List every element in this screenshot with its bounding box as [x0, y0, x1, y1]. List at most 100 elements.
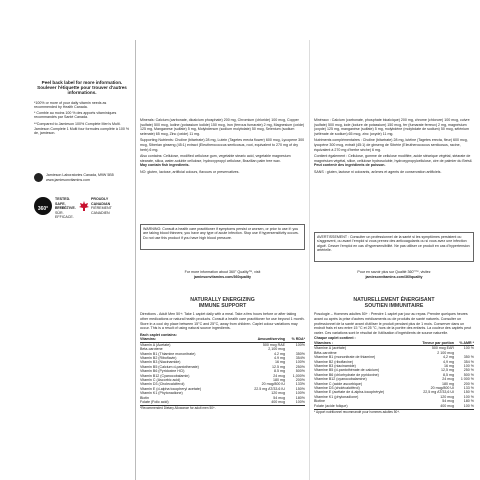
- rda-cell: 100 %: [463, 364, 474, 368]
- amount-cell: 4.9 mg: [274, 356, 285, 360]
- more-info-text-fr: Pour en savoir plus sur Qualité 360°™, v…: [357, 270, 431, 274]
- amount-cell: 2 100 mcg: [437, 350, 454, 355]
- nutrient-cell: Vitamin C (Ascorbic acid): [140, 378, 181, 383]
- amount-cell: 16 mg: [275, 360, 285, 365]
- rda-cell: 100 %: [463, 403, 474, 408]
- fish-warning-fr: Peut contenir des ingrédients de poisson…: [314, 163, 386, 168]
- table-row: Folate (acide folique) 400 mcg 100 %: [314, 404, 474, 408]
- amount-cell: 22.5 mg AT/33.6 IU: [254, 386, 285, 391]
- fold-divider-center: [309, 40, 310, 480]
- company-url: www.jamiesonvitamins.com: [46, 177, 90, 182]
- rda-cell: 250 %: [463, 368, 474, 373]
- supporting-nutrients-en: Supporting Nutrients: Choline (bitartrat…: [140, 138, 305, 152]
- rda-cell: 354%: [295, 356, 305, 360]
- rda-cell: 133%: [295, 382, 305, 387]
- heading-immune-en: IMMUNE SUPPORT: [198, 303, 247, 310]
- company-address: Jamieson Laboratories Canada, M9W 5B5: [46, 173, 114, 177]
- amount-cell: 24 mcg: [442, 377, 454, 382]
- table-header-row: Vitamines : Teneur par portion % AMR *: [314, 340, 474, 347]
- amount-cell: 20 mcg/800 UI: [430, 386, 454, 391]
- amount-cell: 8.5 mg: [274, 369, 285, 374]
- table-row: Vitamin B5 (Calcium d-pantothenate)12.5 …: [140, 365, 305, 369]
- col-amount-header: Teneur par portion: [409, 340, 456, 347]
- peel-back-title-fr: Soulever l'étiquette pour trouver d'autr…: [37, 85, 127, 96]
- amount-cell: 20 mcg/800 IU: [261, 382, 285, 387]
- nutrient-cell: Vitamine B2 (riboflavine): [314, 359, 354, 364]
- also-contains-fr: Contient également : Cellulose, gomme de…: [314, 154, 473, 163]
- nutrient-cell: Folate (acide folique): [314, 403, 348, 408]
- more-info-url-fr[interactable]: jamiesonvitamins.com/360quality: [365, 274, 423, 279]
- rda-cell: 150%: [295, 386, 305, 391]
- french-bottom-panel: NATURELLEMENT ÉNERGISANT SOUTIEN IMMUNIT…: [314, 297, 474, 414]
- directions-en: Directions - Adult Men 50+: Take 1 caple…: [140, 312, 305, 331]
- supporting-nutrients-fr: Nutriments complémentaires : Choline (bi…: [314, 138, 468, 152]
- french-info-panel: Minéraux : Calcium (carbonate, phosphate…: [314, 118, 474, 175]
- amount-cell: 400 mcg: [271, 400, 285, 405]
- nutrient-cell: Folate (Folic acid): [140, 400, 169, 405]
- daily-needs-claim: *100% or more of your daily vitamin need…: [34, 100, 107, 110]
- english-bottom-panel: NATURALLY ENERGIZING IMMUNE SUPPORT Dire…: [140, 297, 305, 411]
- nutrient-cell: Vitamin B6 (Pyridoxine HCl): [140, 369, 185, 374]
- col-vitamins-header: Vitamins:: [140, 337, 236, 343]
- col-amount-header: Amount/serving: [235, 337, 287, 343]
- quality-badge-block: 360° TESTED. SAFE. EFFECTIVE. TESTÉ. SÛR…: [34, 195, 126, 221]
- amount-cell: 120 mcg: [271, 391, 285, 396]
- warning-box-fr: AVERTISSEMENT : Consulter un professionn…: [314, 232, 474, 262]
- amount-cell: 4.2 mg: [274, 351, 285, 356]
- english-info-panel: Minerals: Calcium (carbonate, dicalcium …: [140, 118, 305, 175]
- table-title-en: Each caplet contains:: [140, 332, 177, 337]
- rda-cell: 180 %: [463, 399, 474, 404]
- fold-divider-left: [135, 40, 136, 480]
- table-row: Folate (Folic acid) 400 mcg 100%: [140, 400, 305, 404]
- daily-needs-claim-fr: * Comble au moins 100 % des apports vita…: [34, 110, 117, 120]
- rda-cell: 100%: [295, 400, 305, 405]
- nutrient-cell: Vitamin B2 (Riboflavin): [140, 356, 177, 360]
- nutrient-cell: Vitamine K1 (phytonadione): [314, 394, 359, 399]
- rda-cell: 100 %: [463, 394, 474, 399]
- nutrient-cell: Vitamin K1 (Phytonadione): [140, 391, 183, 396]
- nutrient-cell: Biotin: [140, 395, 149, 400]
- heading-energizing-en: NATURALLY ENERGIZING: [190, 297, 255, 303]
- amount-cell: 54 mcg: [273, 395, 285, 400]
- directions-fr: Posologie – Hommes adultes 50+ : Prendre…: [314, 312, 472, 335]
- more-info-en: For more information about 360° Quality™…: [140, 270, 305, 279]
- rda-cell: 100%: [295, 391, 305, 396]
- amount-cell: 4,2 mg: [443, 355, 454, 360]
- tested-safe-text-fr: TESTÉ. SÛR. EFFICACE.: [55, 206, 74, 220]
- footnote-en: *Recommended Dietary Allowance for adult…: [140, 405, 216, 410]
- nutrient-cell: Vitamin B1 (Thiamine mononitrate): [140, 351, 196, 356]
- rda-cell: 100%: [295, 342, 305, 347]
- amount-cell: 500 mcg EAR: [431, 346, 454, 351]
- amount-cell: 400 mcg: [440, 403, 454, 408]
- table-row: Vitamine B1 (mononitrate de thiamine)4,2…: [314, 355, 474, 359]
- rda-cell: 500 %: [463, 372, 474, 377]
- rda-cell: 150 %: [463, 390, 474, 395]
- minerals-fr: Minéraux : Calcium (carbonate, phosphate…: [314, 118, 470, 136]
- rda-cell: 500%: [295, 369, 305, 374]
- nutrient-cell: Vitamine E (acétate de d-alpha-tocophéry…: [314, 390, 385, 395]
- amount-cell: 54 mcg: [442, 399, 454, 404]
- proudly-canadian-text-fr: FIÈREMENT CANADIEN: [91, 206, 112, 215]
- also-contains-en: Also contains: Cellulose, modified cellu…: [140, 154, 291, 163]
- nutrient-cell: Vitamin D3 (Cholecalciferol): [140, 382, 185, 387]
- amount-cell: 8,5 mg: [443, 372, 454, 377]
- amount-cell: 500 mcg RAE: [262, 342, 285, 347]
- left-label-panel: Peel back label for more information. So…: [6, 80, 130, 250]
- amount-cell: 12.5 mg: [272, 364, 285, 369]
- more-info-url-en[interactable]: jamiesonvitamins.com/360quality: [193, 274, 252, 279]
- amount-cell: 24 mcg: [273, 373, 285, 378]
- table-header-row: Vitamins: Amount/serving % RDA*: [140, 337, 305, 343]
- company-block: Jamieson Laboratories Canada, M9W 5B5 ww…: [34, 173, 124, 182]
- nutrient-cell: Vitamin B3 (Niacinamide): [140, 360, 181, 365]
- footnote-fr: * Apport nutritionnel recommandé pour ho…: [314, 409, 401, 414]
- vitamin-table-en: Vitamins: Amount/serving % RDA* Vitamin …: [140, 337, 305, 404]
- quality-360-badge-icon: 360°: [34, 197, 52, 215]
